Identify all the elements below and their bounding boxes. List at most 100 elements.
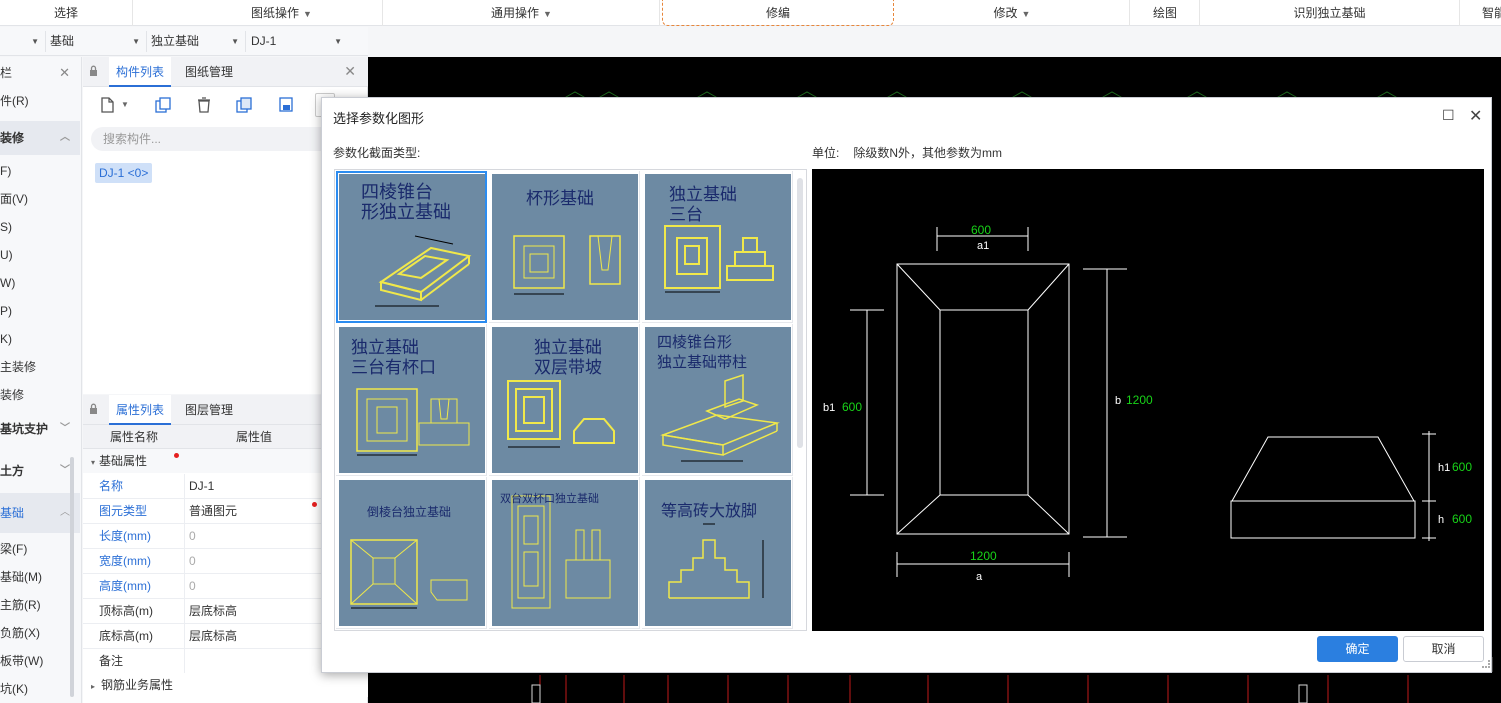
save-component-button[interactable] (273, 93, 299, 117)
nav-item[interactable]: 件(R) (0, 94, 29, 108)
shape-option[interactable]: 杯形基础 (489, 171, 640, 323)
nav-item[interactable]: W) (0, 276, 16, 290)
dim-h1-value[interactable]: 600 (1452, 460, 1472, 474)
maximize-icon[interactable]: ☐ (1442, 107, 1455, 123)
dim-a-value[interactable]: 1200 (970, 549, 997, 563)
dim-b1-label: b1 (823, 402, 835, 414)
property-value[interactable]: 层底标高 (184, 599, 368, 623)
property-value[interactable]: DJ-1 (184, 474, 368, 498)
pin-icon[interactable] (89, 65, 98, 77)
dim-a1-value[interactable]: 600 (971, 223, 991, 237)
nav-group-decoration[interactable]: 装修︿ (0, 121, 80, 155)
property-row[interactable]: 图元类型普通图元 (83, 499, 368, 524)
ribbon-tab-draw[interactable]: 绘图 (1131, 0, 1200, 26)
close-icon[interactable]: ✕ (344, 63, 356, 79)
nav-group-foundation[interactable]: 基础︿ (0, 493, 80, 533)
property-row[interactable]: 长度(mm)0 (83, 524, 368, 549)
nav-item[interactable]: 负筋(X) (0, 626, 40, 640)
shape-option[interactable]: 双台双杯口独立基础 (489, 477, 640, 629)
nav-item[interactable]: 面(V) (0, 192, 28, 206)
ribbon-tab-modify[interactable]: 修改▼ (895, 0, 1130, 26)
ribbon-tab-recognize-footing[interactable]: 识别独立基础 (1200, 0, 1460, 26)
property-value[interactable]: 0 (184, 574, 368, 598)
shape-option[interactable]: 独立基础双层带坡 (489, 324, 640, 476)
category-dropdown[interactable]: 基础▼ (47, 31, 147, 52)
layer-copy-button[interactable] (231, 93, 257, 117)
tab-layer-management[interactable]: 图层管理 (185, 403, 234, 417)
chevron-down-icon: ▼ (231, 37, 239, 46)
nav-item[interactable]: 坑(K) (0, 682, 28, 696)
tab-component-list[interactable]: 构件列表 (109, 57, 171, 87)
dim-a1-label: a1 (977, 240, 989, 252)
property-name: 备注 (99, 654, 124, 668)
property-value[interactable]: 0 (184, 549, 368, 573)
type-dropdown[interactable]: 独立基础▼ (148, 31, 246, 52)
shape-option[interactable]: 倒棱台独立基础 (336, 477, 487, 629)
floor-dropdown[interactable]: ▼ (0, 31, 46, 52)
ribbon-tab-general-ops[interactable]: 通用操作▼ (384, 0, 660, 26)
nav-item[interactable]: 主筋(R) (0, 598, 41, 612)
tab-drawing-management[interactable]: 图纸管理 (185, 65, 234, 79)
property-row[interactable]: 名称 DJ-1 (83, 474, 368, 499)
new-component-button[interactable] (95, 93, 121, 117)
property-value[interactable]: 层底标高 (184, 624, 368, 648)
property-value[interactable]: 0 (184, 524, 368, 548)
shape-title: 独立基础 (351, 338, 419, 358)
resize-grip-icon[interactable] (1482, 660, 1490, 668)
nav-item[interactable]: 主装修 (0, 360, 37, 374)
close-icon[interactable]: ✕ (1469, 108, 1483, 125)
nav-title: 栏✕ (0, 59, 80, 87)
property-name: 名称 (99, 479, 124, 493)
nav-group-earthwork[interactable]: 土方﹀ (0, 457, 80, 485)
dim-b1-value[interactable]: 600 (842, 400, 862, 414)
ok-button[interactable]: 确定 (1317, 636, 1398, 662)
nav-item[interactable]: S) (0, 220, 12, 234)
shape-option[interactable]: 独立基础三台有杯口 (336, 324, 487, 476)
nav-item[interactable]: 基础(M) (0, 570, 42, 584)
cancel-button[interactable]: 取消 (1403, 636, 1484, 662)
shape-title: 形独立基础 (361, 202, 451, 223)
component-dropdown[interactable]: DJ-1▼ (248, 31, 348, 52)
close-icon[interactable]: ✕ (59, 65, 70, 80)
property-row[interactable]: 底标高(m)层底标高 (83, 624, 368, 649)
copy-component-button[interactable] (150, 93, 176, 117)
shape-option[interactable]: 四棱锥台形独立基础带柱 (642, 324, 793, 476)
dim-h-value[interactable]: 600 (1452, 512, 1472, 526)
ribbon-tab-edit-plus[interactable]: 修编 (662, 0, 894, 26)
dim-b-value[interactable]: 1200 (1126, 393, 1153, 407)
ribbon-tab-select[interactable]: 选择 (0, 0, 133, 26)
layers-icon (236, 97, 252, 113)
property-row[interactable]: 高度(mm)0 (83, 574, 368, 599)
property-row[interactable]: 宽度(mm) 0 (83, 549, 368, 574)
nav-item[interactable]: F) (0, 164, 12, 178)
delete-component-button[interactable] (191, 93, 217, 117)
group-basic-properties[interactable]: ▾基础属性 (83, 449, 368, 473)
nav-item[interactable]: 梁(F) (0, 542, 28, 556)
nav-item[interactable]: U) (0, 248, 13, 262)
chevron-down-icon: ▼ (303, 9, 312, 19)
chevron-down-icon[interactable]: ▼ (121, 100, 129, 109)
ribbon-tab-smart[interactable]: 智能 (1482, 6, 1501, 20)
group-rebar-properties[interactable]: ▸钢筋业务属性 (83, 673, 368, 697)
nav-scrollbar[interactable] (70, 457, 74, 697)
pin-icon[interactable] (89, 403, 98, 415)
nav-item[interactable]: 装修 (0, 388, 25, 402)
property-value[interactable] (184, 649, 368, 673)
property-value[interactable]: 普通图元 (184, 499, 368, 523)
property-name: 宽度(mm) (99, 554, 151, 568)
nav-item[interactable]: P) (0, 304, 12, 318)
shape-option[interactable]: 四棱锥台形独立基础 (336, 171, 487, 323)
nav-group-pit-support[interactable]: 基坑支护﹀ (0, 415, 80, 443)
nav-item[interactable]: K) (0, 332, 12, 346)
ribbon-tab-drawing-ops[interactable]: 图纸操作▼ (181, 0, 383, 26)
tab-property-list[interactable]: 属性列表 (109, 395, 171, 425)
shape-option[interactable]: 独立基础三台 (642, 171, 793, 323)
preview-drawing: 600 a1 b1 600 b 1200 1200 a h1 600 h 600 (823, 223, 1472, 583)
shape-option[interactable]: 等高砖大放脚 (642, 477, 793, 629)
property-row[interactable]: 顶标高(m)层底标高 (83, 599, 368, 624)
search-input[interactable]: 搜索构件... (91, 127, 361, 151)
chevron-up-icon: ︿ (60, 132, 70, 143)
component-item-dj1[interactable]: DJ-1 <0> (95, 163, 153, 183)
gallery-scrollbar[interactable] (797, 178, 803, 448)
nav-item[interactable]: 板带(W) (0, 654, 44, 668)
